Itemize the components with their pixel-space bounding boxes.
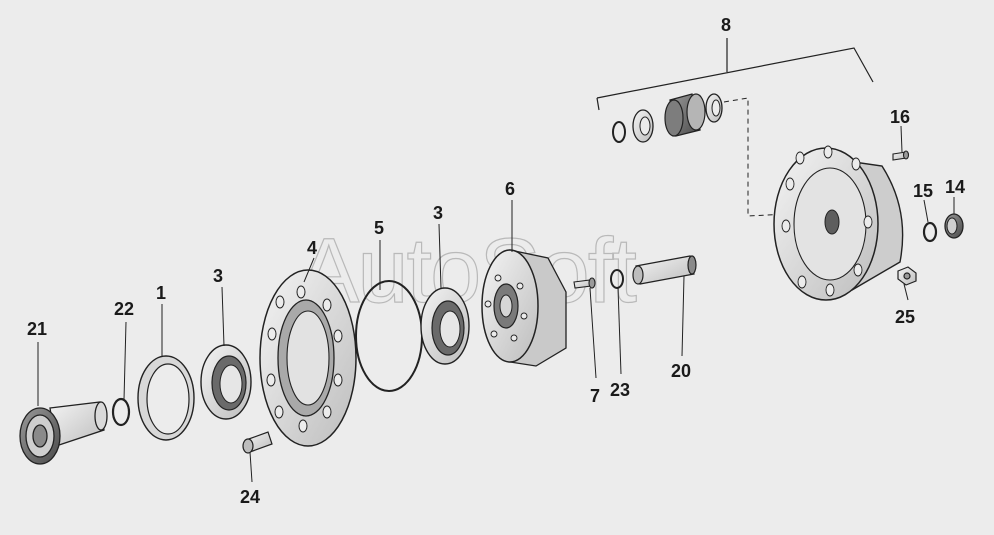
callout-1: 1 [156, 283, 166, 303]
callout-20: 20 [671, 361, 691, 381]
part-24-stud [242, 431, 273, 454]
callout-3-right: 3 [433, 203, 443, 223]
callout-14: 14 [945, 177, 965, 197]
part-3-bearing-left [200, 344, 252, 420]
part-15-o-ring [922, 221, 938, 243]
part-8-components [612, 93, 723, 143]
watermark-text: AutoSoft [298, 220, 636, 322]
part-21-splined-shaft [19, 401, 108, 465]
part-16-plug [892, 150, 910, 161]
callout-22: 22 [114, 299, 134, 319]
part-4-hub-flange [259, 269, 357, 447]
part-3-bearing-right [420, 287, 470, 365]
part-23-washer [610, 269, 624, 289]
part-6-carrier [481, 249, 567, 367]
callout-5: 5 [374, 218, 384, 238]
part-1-ring [137, 355, 195, 441]
callout-24: 24 [240, 487, 260, 507]
part-8-bracket [596, 38, 874, 111]
part-20-sun-shaft [632, 255, 697, 285]
callout-15: 15 [913, 181, 933, 201]
part-14-plug [944, 213, 964, 239]
callout-3-left: 3 [213, 266, 223, 286]
callout-8: 8 [721, 15, 731, 35]
callout-4: 4 [307, 238, 317, 258]
callout-23: 23 [610, 380, 630, 400]
callout-21: 21 [27, 319, 47, 339]
callout-numbers: 21 22 1 3 24 4 5 3 6 7 23 20 8 16 15 14 … [27, 15, 965, 507]
callout-16: 16 [890, 107, 910, 127]
leader-lines [37, 125, 955, 483]
callout-6: 6 [505, 179, 515, 199]
part-22-snap-ring [111, 397, 131, 427]
callout-25: 25 [895, 307, 915, 327]
part-7-bolt [573, 277, 596, 289]
callout-7: 7 [590, 386, 600, 406]
ring-gear-housing [773, 145, 904, 301]
part-25-nut [897, 266, 917, 286]
